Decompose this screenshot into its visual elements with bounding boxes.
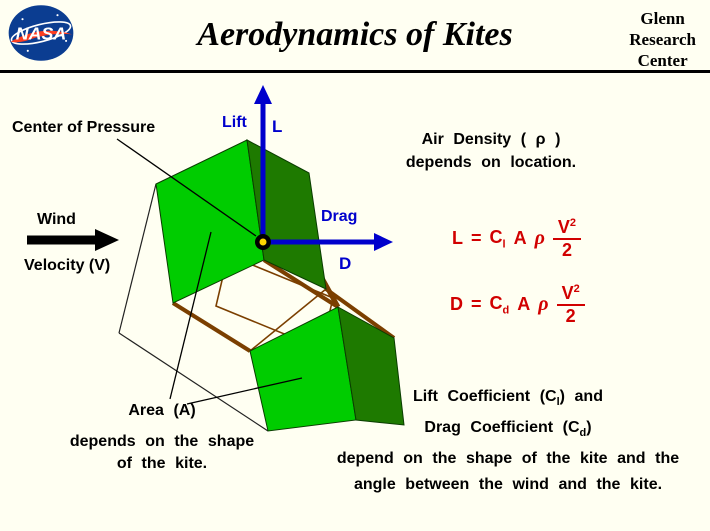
lift-eq-rho: ρ: [534, 227, 545, 250]
center-of-pressure-marker-dot: [259, 238, 267, 246]
drag-equation: D = Cd A ρ V2 2: [450, 283, 585, 326]
drag-arrow-head: [374, 233, 393, 251]
drag-eq-coefficient: Cd: [490, 293, 510, 317]
coeff-line2-pre: Drag Coefficient (C: [424, 419, 580, 437]
lift-eq-frac-numerator: V2: [552, 217, 582, 240]
coefficients-line-1: Lift Coefficient (Cl) and: [308, 384, 708, 415]
kite-longeron-middle: [262, 258, 340, 309]
coeff-line1-pre: Lift Coefficient (C: [413, 388, 557, 405]
drag-eq-frac-numerator: V2: [556, 283, 585, 306]
drag-eq-fraction: V2 2: [556, 283, 585, 326]
org-name: Glenn Research Center: [629, 8, 696, 71]
drag-eq-rho: ρ: [538, 293, 549, 316]
org-line-2: Research: [629, 30, 696, 49]
lift-equation: L = Cl A ρ V2 2: [452, 217, 582, 260]
drag-eq-area: A: [517, 294, 531, 315]
area-leader-line-lower: [186, 377, 303, 405]
center-of-pressure-leader-line: [116, 138, 257, 237]
org-line-3: Center: [637, 51, 688, 70]
drag-eq-frac-denominator: 2: [565, 305, 576, 326]
nasa-logo-orbit: [10, 21, 72, 45]
wind-label: Wind: [37, 211, 76, 228]
area-label: Area (A): [128, 402, 196, 419]
area-line-1: depends on the shape: [69, 433, 255, 450]
page-title: Aerodynamics of Kites: [197, 16, 513, 53]
drag-eq-coeff-letter: C: [489, 293, 503, 314]
coeff-line2-post: ): [586, 419, 592, 437]
coeff-line2-sub: d: [579, 427, 587, 440]
air-density-note: Air Density ( ρ ) depends on location.: [385, 128, 597, 174]
coeff-line1-sub: l: [556, 396, 560, 409]
kite-cross-brace: [249, 288, 327, 352]
drag-eq-equals: =: [471, 294, 482, 315]
coefficients-line-4: angle between the wind and the kite.: [353, 476, 663, 494]
drag-eq-frac-v: V: [561, 283, 574, 303]
org-line-1: Glenn: [640, 9, 685, 28]
velocity-label: Velocity (V): [24, 257, 111, 274]
lift-eq-coeff-sub: l: [502, 238, 506, 251]
lift-eq-fraction: V2 2: [552, 217, 582, 260]
lift-arrow-head: [254, 85, 272, 104]
kite-upper-side-panel: [246, 139, 327, 290]
center-of-pressure-label: Center of Pressure: [12, 119, 156, 136]
nasa-logo-swoosh: [10, 30, 73, 43]
coefficients-note: Lift Coefficient (Cl) and Drag Coefficie…: [308, 384, 708, 498]
drag-eq-coeff-sub: d: [502, 304, 510, 317]
air-density-line-2: depends on location.: [405, 154, 577, 171]
kite-lower-side-panel: [337, 306, 405, 426]
kite-back-edge-left: [118, 183, 157, 334]
lift-eq-coeff-letter: C: [489, 227, 503, 248]
lift-eq-frac-exponent: 2: [569, 217, 577, 229]
kite-longeron-right: [324, 287, 396, 340]
lift-eq-area: A: [513, 228, 527, 249]
coefficients-line-3: depend on the shape of the kite and the: [336, 450, 680, 468]
lift-eq-lhs: L: [452, 228, 463, 249]
drag-label: Drag: [321, 208, 358, 225]
area-note: Area (A) depends on the shape of the kit…: [48, 400, 276, 475]
lift-label: Lift: [222, 114, 247, 131]
lift-eq-frac-v: V: [557, 217, 570, 237]
coeff-line1-post: ) and: [559, 388, 603, 405]
nasa-logo-text: NASA: [16, 24, 66, 44]
coefficients-line-2: Drag Coefficient (Cd): [308, 415, 708, 446]
drag-symbol: D: [339, 254, 352, 273]
area-leader-line-upper: [169, 231, 212, 400]
lift-eq-frac-denominator: 2: [561, 239, 572, 260]
kite-upper-front-panel: [155, 139, 265, 304]
drag-eq-frac-exponent: 2: [573, 283, 580, 295]
drag-eq-lhs: D: [450, 294, 463, 315]
kite-back-edge-bottom: [118, 332, 269, 432]
lift-eq-coefficient: Cl: [490, 227, 506, 251]
air-density-line-1: Air Density ( ρ ): [421, 131, 561, 148]
area-line-2: of the kite.: [116, 455, 208, 472]
wind-arrow-head: [95, 229, 119, 251]
kite-longeron-left: [171, 301, 252, 353]
lift-symbol: L: [272, 117, 283, 136]
nasa-logo: NASA: [8, 5, 74, 61]
lift-eq-equals: =: [471, 228, 482, 249]
header-divider: [0, 70, 710, 73]
